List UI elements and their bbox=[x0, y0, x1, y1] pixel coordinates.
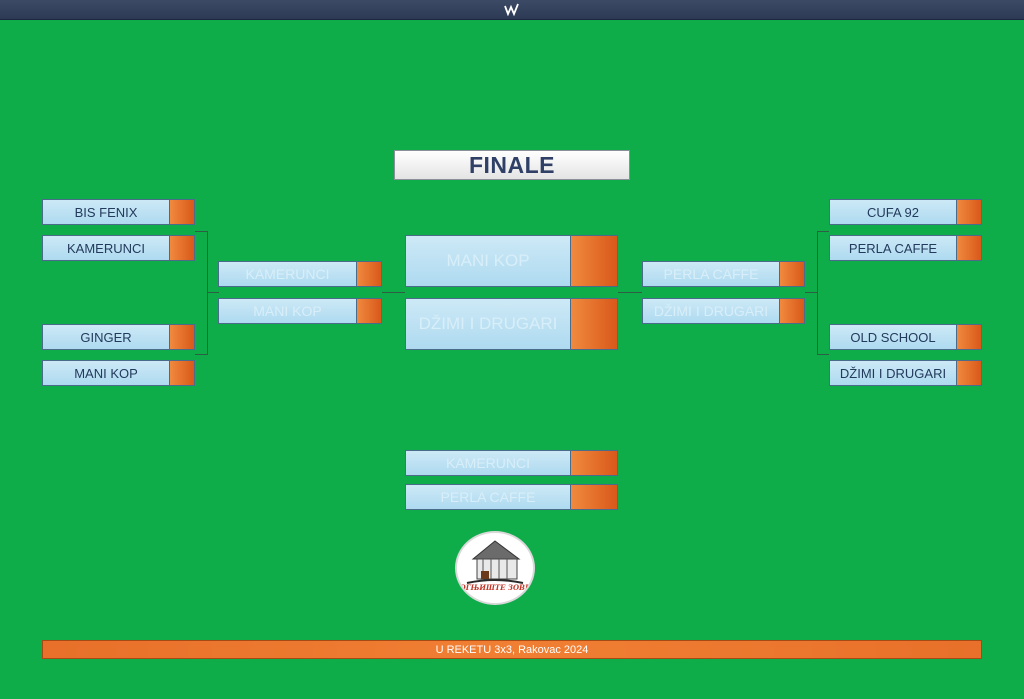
team-slot-left-2[interactable]: KAMERUNCI bbox=[42, 235, 195, 261]
score-box[interactable] bbox=[356, 299, 381, 323]
score-box[interactable] bbox=[169, 361, 194, 385]
team-name: BIS FENIX bbox=[74, 204, 138, 220]
final-slot-1[interactable]: MANI KOP bbox=[405, 235, 618, 287]
score-box[interactable] bbox=[956, 361, 981, 385]
bracket-line bbox=[195, 231, 207, 232]
team-name: MANI KOP bbox=[253, 303, 322, 319]
team-name: MANI KOP bbox=[446, 251, 530, 270]
team-name: KAMERUNCI bbox=[245, 266, 330, 282]
team-name: KAMERUNCI bbox=[66, 240, 145, 256]
bracket-line bbox=[382, 292, 405, 293]
score-box[interactable] bbox=[779, 262, 804, 286]
footer-bar: U REKETU 3x3, Rakovac 2024 bbox=[42, 640, 982, 659]
score-box[interactable] bbox=[169, 200, 194, 224]
score-box[interactable] bbox=[570, 299, 617, 349]
team-slot-left-3[interactable]: GINGER bbox=[42, 324, 195, 350]
score-box[interactable] bbox=[956, 236, 981, 260]
team-name: PERLA CAFFE bbox=[848, 240, 938, 256]
team-slot-left-semi-2[interactable]: MANI KOP bbox=[218, 298, 382, 324]
bracket-line bbox=[195, 354, 207, 355]
bracket-line bbox=[618, 292, 642, 293]
team-slot-left-4[interactable]: MANI KOP bbox=[42, 360, 195, 386]
final-slot-2[interactable]: DŽIMI I DRUGARI bbox=[405, 298, 618, 350]
score-box[interactable] bbox=[570, 451, 617, 475]
score-box[interactable] bbox=[356, 262, 381, 286]
team-slot-right-semi-2[interactable]: DŽIMI I DRUGARI bbox=[642, 298, 805, 324]
third-place-slot-2[interactable]: PERLA CAFFE bbox=[405, 484, 618, 510]
team-slot-right-2[interactable]: PERLA CAFFE bbox=[829, 235, 982, 261]
bracket-line bbox=[207, 292, 219, 293]
score-box[interactable] bbox=[956, 325, 981, 349]
team-name: OLD SCHOOL bbox=[850, 329, 936, 345]
bracket-line bbox=[817, 354, 829, 355]
third-place-slot-1[interactable]: KAMERUNCI bbox=[405, 450, 618, 476]
team-name: PERLA CAFFE bbox=[663, 266, 759, 282]
organizer-logo: ОГЊИШТЕ ЗОВЕ bbox=[455, 531, 535, 605]
score-box[interactable] bbox=[169, 325, 194, 349]
team-slot-left-1[interactable]: BIS FENIX bbox=[42, 199, 195, 225]
team-slot-left-semi-1[interactable]: KAMERUNCI bbox=[218, 261, 382, 287]
team-name: MANI KOP bbox=[74, 365, 138, 381]
team-slot-right-semi-1[interactable]: PERLA CAFFE bbox=[642, 261, 805, 287]
bracket-line bbox=[805, 292, 817, 293]
team-slot-right-1[interactable]: CUFA 92 bbox=[829, 199, 982, 225]
team-name: DŽIMI I DRUGARI bbox=[418, 314, 558, 333]
w-logo-icon bbox=[504, 3, 519, 16]
logo-caption: ОГЊИШТЕ ЗОВЕ bbox=[459, 583, 531, 592]
team-name: GINGER bbox=[80, 329, 132, 345]
house-logo-icon bbox=[466, 540, 524, 584]
team-slot-right-4[interactable]: DŽIMI I DRUGARI bbox=[829, 360, 982, 386]
team-name: DŽIMI I DRUGARI bbox=[653, 303, 769, 319]
top-bar bbox=[0, 0, 1024, 20]
team-name: KAMERUNCI bbox=[445, 455, 530, 471]
team-name: PERLA CAFFE bbox=[440, 489, 536, 505]
bracket-line bbox=[817, 231, 818, 355]
score-box[interactable] bbox=[570, 485, 617, 509]
bracket-line bbox=[817, 231, 829, 232]
score-box[interactable] bbox=[570, 236, 617, 286]
score-box[interactable] bbox=[169, 236, 194, 260]
score-box[interactable] bbox=[779, 299, 804, 323]
score-box[interactable] bbox=[956, 200, 981, 224]
team-slot-right-3[interactable]: OLD SCHOOL bbox=[829, 324, 982, 350]
team-name: DŽIMI I DRUGARI bbox=[839, 365, 947, 381]
bracket-line bbox=[207, 231, 208, 355]
team-name: CUFA 92 bbox=[866, 204, 920, 220]
page-title: FINALE bbox=[394, 150, 630, 180]
